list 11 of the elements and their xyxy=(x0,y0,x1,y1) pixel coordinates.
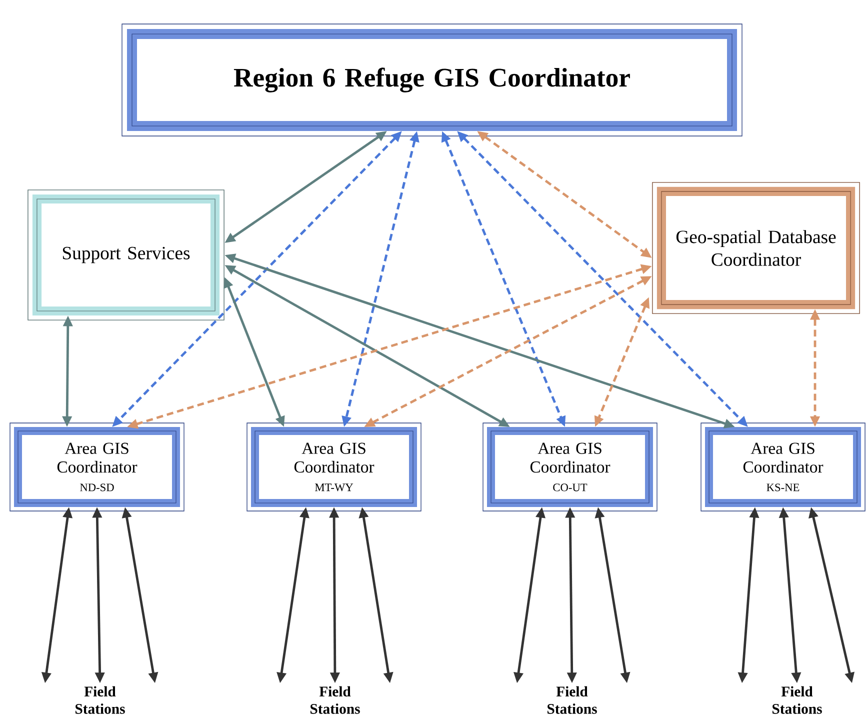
station-label: Field Stations xyxy=(548,686,597,714)
coordinator-box: Area GIS Coordinator MT-WY xyxy=(246,422,422,512)
coordinator-box: Region 6 Refuge GIS Coordinator xyxy=(122,24,742,136)
coordinator-box: Geo-spatial Database Coordinator xyxy=(652,182,860,314)
coordinator-box: Area GIS Coordinator KS-NE xyxy=(700,422,866,512)
coordinator-box: Area GIS Coordinator ND-SD xyxy=(10,422,184,512)
station-label: Field Stations xyxy=(76,686,125,714)
station-label: Field Stations xyxy=(772,686,822,714)
station-label: Field Stations xyxy=(310,686,360,714)
service-box: Support Services xyxy=(28,190,224,320)
coordinator-box: Area GIS Coordinator CO-UT xyxy=(482,422,658,512)
